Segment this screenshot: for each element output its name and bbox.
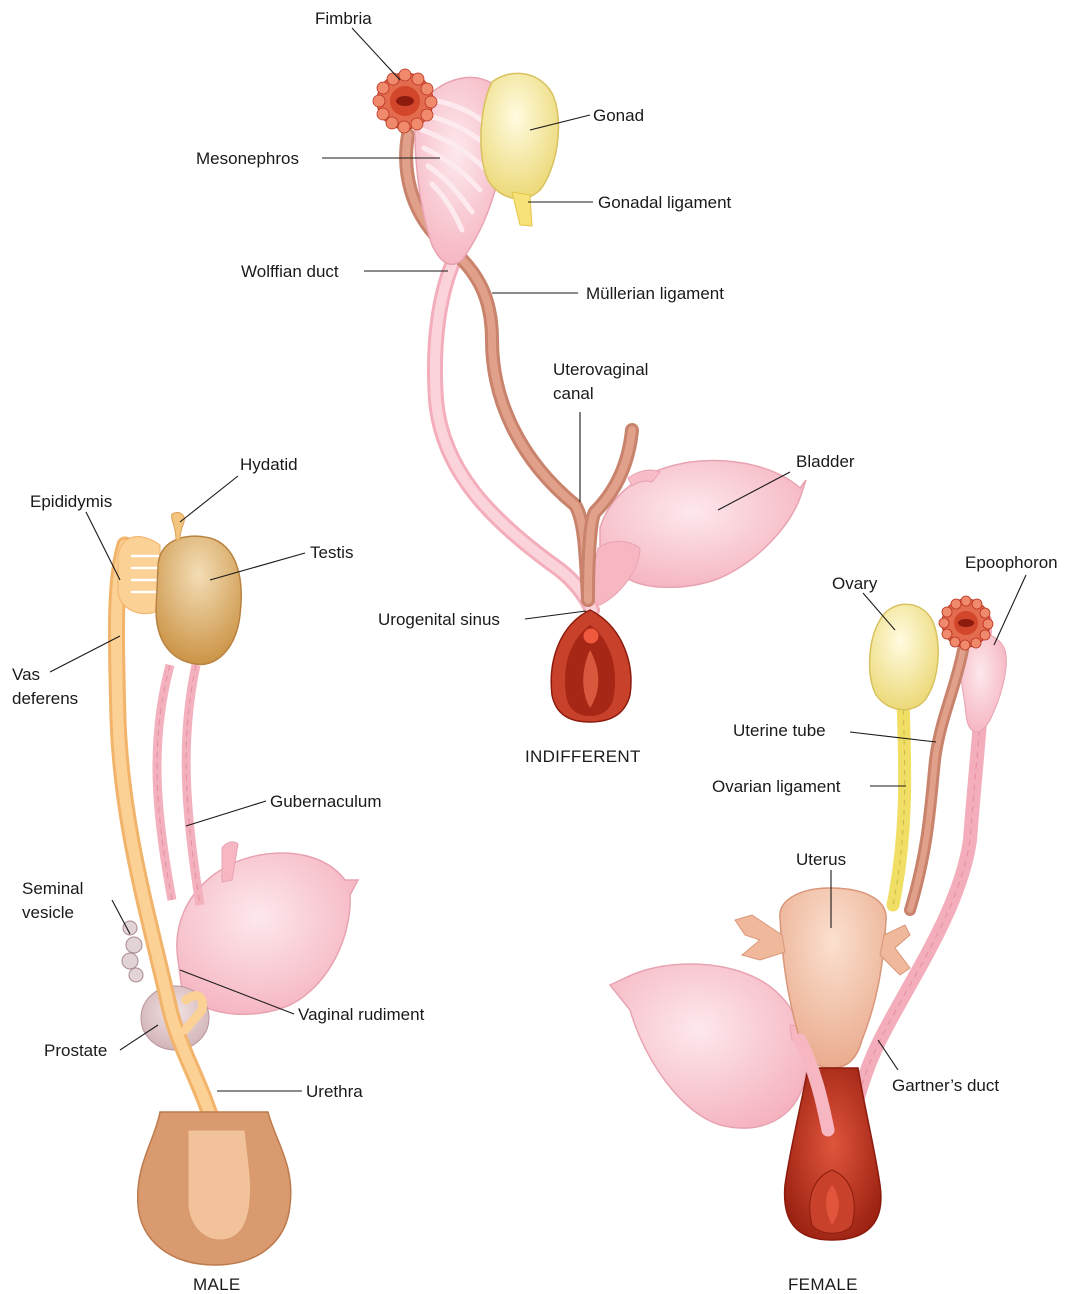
sinus-tubercle — [583, 628, 599, 644]
ovary-shape — [870, 604, 939, 709]
label-gartners-duct: Gartner’s duct — [892, 1076, 999, 1095]
uterus-left-horn — [735, 915, 785, 960]
label-testis: Testis — [310, 543, 353, 562]
label-uterus: Uterus — [796, 850, 846, 869]
seminal-vesicle-shape — [122, 921, 143, 982]
label-gonadal-ligament: Gonadal ligament — [598, 193, 732, 212]
label-mesonephros: Mesonephros — [196, 149, 299, 168]
label-vas-1: Vas — [12, 665, 40, 684]
label-epididymis: Epididymis — [30, 492, 112, 511]
penis-shape — [188, 1130, 251, 1240]
label-vaginal-rudiment: Vaginal rudiment — [298, 1005, 425, 1024]
female-bladder-shape — [610, 964, 807, 1128]
label-prostate: Prostate — [44, 1041, 107, 1060]
caption-indifferent: INDIFFERENT — [525, 747, 641, 766]
label-uterine-tube: Uterine tube — [733, 721, 826, 740]
gubernaculum-shape — [157, 665, 200, 905]
label-mullerian-ligament: Müllerian ligament — [586, 284, 724, 303]
label-bladder: Bladder — [796, 452, 855, 471]
label-uterovaginal-1: Uterovaginal — [553, 360, 648, 379]
male-bladder-shape — [177, 853, 358, 1014]
label-vas-2: deferens — [12, 689, 78, 708]
testis-shape — [156, 536, 241, 664]
label-hydatid: Hydatid — [240, 455, 298, 474]
female-stage — [610, 596, 1006, 1240]
gonadal-ligament-shape — [512, 192, 532, 226]
label-wolffian-duct: Wolffian duct — [241, 262, 339, 281]
ovarian-ligament-shape — [893, 700, 905, 905]
label-gonad: Gonad — [593, 106, 644, 125]
label-seminal-2: vesicle — [22, 903, 74, 922]
hydatid-shape — [172, 512, 185, 540]
label-epoophoron: Epoophoron — [965, 553, 1058, 572]
label-ovary: Ovary — [832, 574, 878, 593]
label-urogenital-sinus: Urogenital sinus — [378, 610, 500, 629]
label-gubernaculum: Gubernaculum — [270, 792, 382, 811]
label-urethra: Urethra — [306, 1082, 363, 1101]
label-ovarian-ligament: Ovarian ligament — [712, 777, 841, 796]
epididymis-shape — [118, 537, 160, 614]
label-fimbria: Fimbria — [315, 9, 372, 28]
gonad-shape — [481, 73, 559, 198]
caption-female: FEMALE — [788, 1275, 858, 1294]
caption-male: MALE — [193, 1275, 241, 1294]
male-stage — [116, 512, 358, 1265]
label-seminal-1: Seminal — [22, 879, 83, 898]
label-uterovaginal-2: canal — [553, 384, 594, 403]
